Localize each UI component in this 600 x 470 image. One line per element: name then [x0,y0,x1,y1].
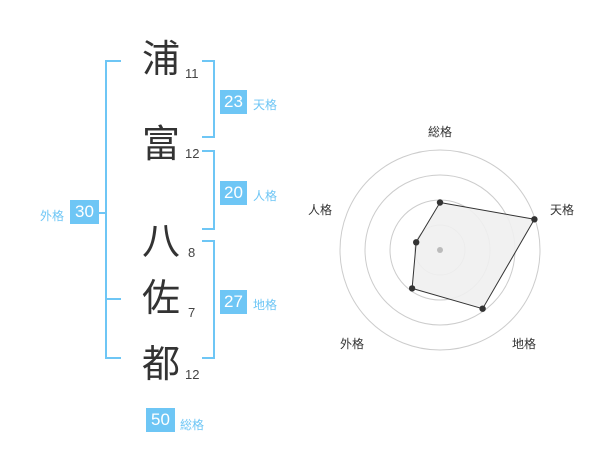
stroke-count-3: 8 [188,245,196,260]
tenkaku-label: 天格 [253,98,278,112]
radar-label-tenkaku: 天格 [550,203,575,217]
tenkaku-bracket-bottom [202,136,215,138]
chikaku-label: 地格 [253,298,278,312]
gaikaku-bracket-top [105,60,121,62]
stroke-count-4: 7 [188,305,196,320]
radar-point-gaikaku [408,285,416,292]
jinkaku-bracket-vertical [213,150,215,230]
gaikaku-bracket-bottom [105,357,121,359]
stroke-count-5: 12 [185,367,200,382]
radar-center-dot [437,247,443,253]
jinkaku-bracket-top [202,150,215,152]
radar-point-tenkaku [531,216,538,223]
gaikaku-bracket-mid [105,298,121,300]
radar-label-jinkaku: 人格 [308,203,333,217]
jinkaku-bracket-bottom [202,228,215,230]
radar-polygon [411,201,536,310]
jinkaku-label: 人格 [253,189,278,203]
tenkaku-score: 23 [220,90,247,114]
name-char-1: 浦 [142,37,181,81]
jinkaku-score: 20 [220,181,247,205]
stroke-count-2: 12 [185,146,200,161]
radar-label-chikaku: 地格 [512,337,537,351]
name-char-4: 佐 [142,276,181,320]
name-char-5: 都 [142,342,181,386]
radar-point-jinkaku [413,239,420,246]
gaikaku-score: 30 [70,200,99,224]
radar-point-chikaku [479,305,486,312]
soukaku-score: 50 [146,408,175,432]
chikaku-bracket-vertical [213,240,215,359]
radar-grid-ring-4 [339,149,541,351]
chikaku-bracket-bottom [202,357,215,359]
chikaku-score: 27 [220,290,247,314]
name-char-3: 八 [142,219,181,263]
name-char-2: 富 [142,122,181,166]
radar-label-gaikaku: 外格 [340,337,365,351]
radar-point-soukaku [436,199,444,206]
tenkaku-bracket-top [202,60,215,62]
gaikaku-bracket-connector [98,212,106,214]
radar-label-soukaku: 総格 [428,125,453,139]
chikaku-bracket-top [202,240,215,242]
gaikaku-label: 外格 [40,209,65,223]
soukaku-label: 総格 [180,418,205,432]
gaikaku-bracket-vertical [105,60,107,359]
tenkaku-bracket-vertical [213,60,215,138]
stroke-count-1: 11 [185,66,199,81]
